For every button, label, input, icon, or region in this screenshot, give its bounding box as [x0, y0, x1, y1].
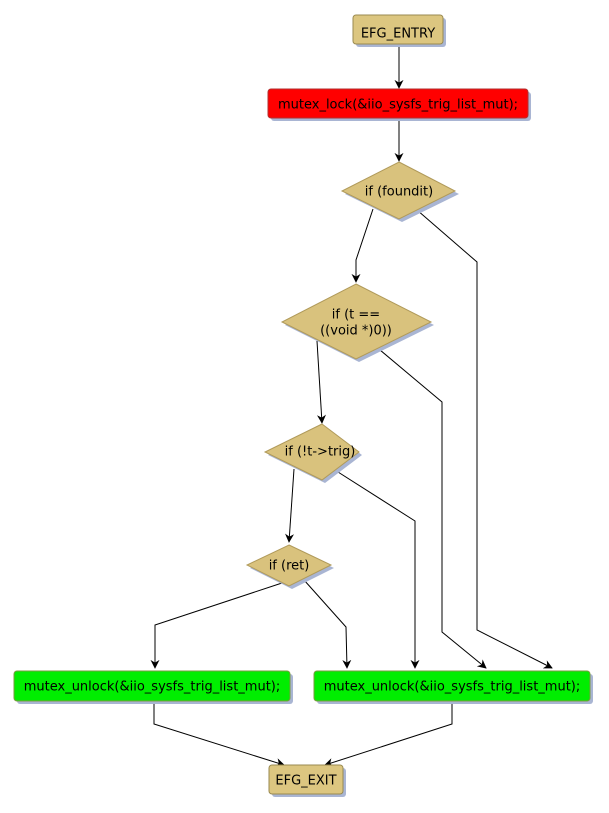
edge-unlock-left-to-exit [153, 701, 285, 767]
node-entry-label: EFG_ENTRY [361, 27, 435, 42]
node-if-trig-label: if (!t->trig) [285, 445, 356, 460]
edge-if-ret-to-unlock-left [150, 582, 283, 669]
node-exit-label: EFG_EXIT [275, 774, 336, 789]
node-mutex-unlock-left-label: mutex_unlock(&iio_sysfs_trig_list_mut); [24, 680, 281, 695]
edge-if-trig-to-if-ret [285, 468, 295, 543]
edge-unlock-right-to-exit [324, 701, 453, 767]
node-if-t-null-label-line1: if (t == [332, 308, 380, 323]
edge-if-t-null-to-unlock-right [379, 349, 487, 669]
node-if-trig[interactable]: if (!t->trig) [263, 423, 362, 483]
node-if-foundit-label: if (foundit) [365, 185, 433, 200]
edge-if-foundit-to-if-t-null [351, 208, 374, 283]
node-if-ret[interactable]: if (ret) [245, 544, 334, 589]
node-mutex-unlock-left[interactable]: mutex_unlock(&iio_sysfs_trig_list_mut); [13, 670, 293, 704]
node-mutex-unlock-right-label: mutex_unlock(&iio_sysfs_trig_list_mut); [324, 680, 581, 695]
edge-if-t-null-to-if-trig [316, 340, 326, 424]
edge-if-trig-to-unlock-right [337, 471, 420, 669]
node-if-ret-label: if (ret) [269, 559, 310, 574]
node-if-t-null[interactable]: if (t == ((void *)0)) [280, 283, 434, 362]
edge-if-ret-to-unlock-right [303, 579, 352, 669]
node-mutex-lock-label: mutex_lock(&iio_sysfs_trig_list_mut); [278, 98, 518, 113]
node-entry[interactable]: EFG_ENTRY [352, 14, 446, 47]
node-mutex-unlock-right[interactable]: mutex_unlock(&iio_sysfs_trig_list_mut); [313, 670, 593, 704]
edge-if-foundit-to-unlock-right [416, 209, 553, 669]
node-mutex-lock[interactable]: mutex_lock(&iio_sysfs_trig_list_mut); [267, 88, 531, 121]
node-exit[interactable]: EFG_EXIT [268, 764, 346, 797]
node-if-t-null-label-line2: ((void *)0)) [320, 324, 392, 339]
node-if-foundit[interactable]: if (foundit) [340, 161, 459, 222]
edges [150, 46, 553, 767]
